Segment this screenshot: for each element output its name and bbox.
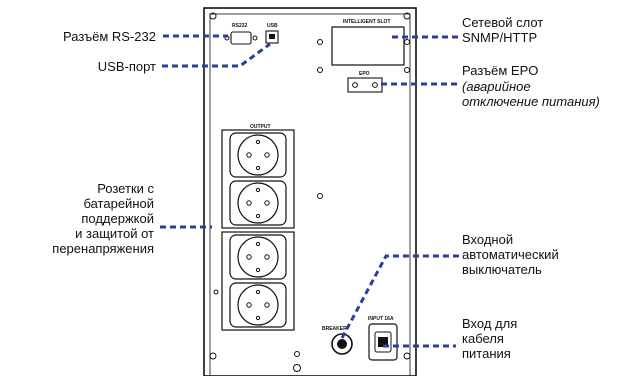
callout-breaker (340, 254, 460, 339)
epo-panel-text: EPO (359, 71, 370, 77)
label-epo-description: (аварийное отключение питания) (462, 79, 600, 109)
label-breaker: Входной автоматический выключатель (462, 232, 559, 277)
label-epo-title: Разъём EPO (462, 63, 539, 78)
callout-usb (162, 42, 271, 68)
outlet-group-top (221, 129, 295, 229)
usb-panel-text: USB (267, 23, 278, 29)
callout-lines (160, 34, 460, 348)
output-panel-text: OUTPUT (250, 124, 271, 130)
label-input-cable: Вход для кабеля питания (462, 316, 518, 361)
panel-inner-outline (209, 13, 411, 376)
screw-icon (403, 12, 411, 20)
rs232-panel-text: RS232 (232, 23, 248, 29)
ground-icon (293, 351, 301, 372)
intelligent-slot-panel-text: INTELLIGENT SLOT (343, 19, 391, 25)
screw-icon (213, 289, 219, 295)
screw-icon (317, 193, 323, 199)
usb-port-icon (265, 30, 279, 44)
intelligent-slot-icon (331, 26, 405, 66)
breaker-panel-text: BREAKER (322, 326, 347, 332)
label-outlets: Розетки с батарейной поддержкой и защито… (52, 181, 154, 256)
outlet-icon (229, 282, 287, 328)
label-rs232: Разъём RS-232 (63, 29, 156, 44)
screw-icon (403, 352, 411, 360)
screw-icon (209, 12, 217, 20)
label-network-slot: Сетевой слот SNMP/HTTP (462, 15, 544, 45)
breaker-icon (331, 333, 353, 355)
outlet-icon (229, 132, 287, 178)
outlet-icon (229, 234, 287, 280)
outlet-group-bottom (221, 231, 295, 331)
input-socket-icon (368, 323, 398, 361)
screw-icon (209, 352, 217, 360)
panel-outline (203, 7, 417, 376)
outlet-icon (229, 180, 287, 226)
label-usb-port: USB-порт (97, 59, 156, 74)
input-panel-text: INPUT 16A (368, 316, 394, 322)
